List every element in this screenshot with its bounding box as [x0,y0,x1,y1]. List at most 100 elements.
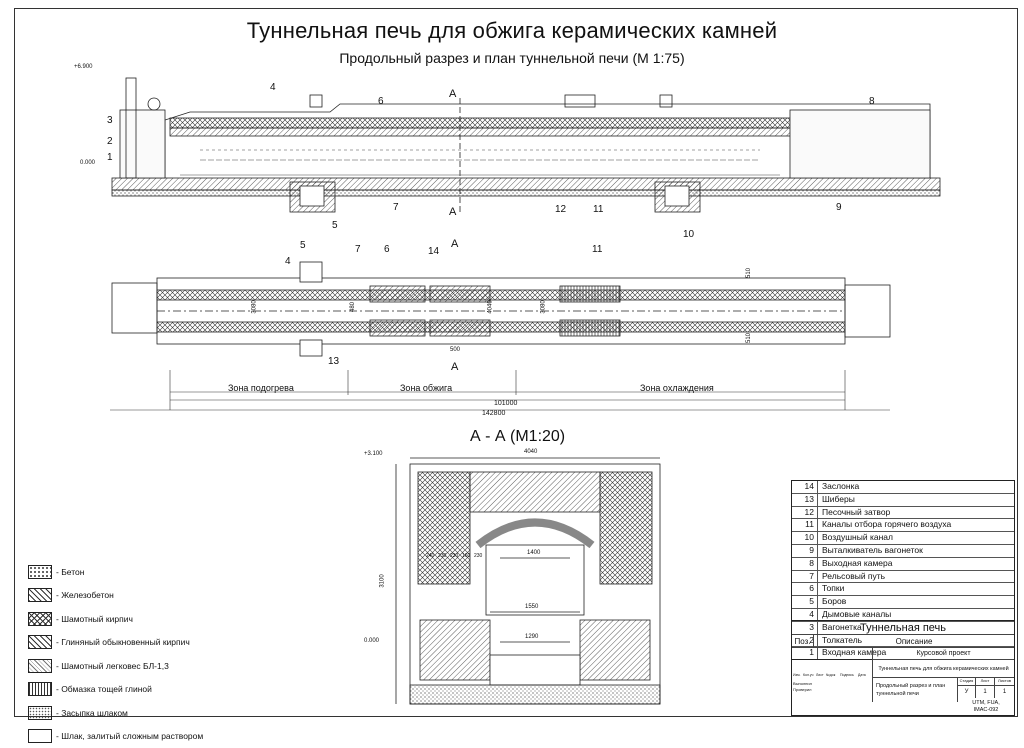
callout-3: 3 [107,115,113,126]
elevation-level-top: +6.900 [74,64,93,70]
legend-label: - Железобетон [56,590,114,600]
legend-swatch-glina [28,635,52,649]
plan-dim-480: 480 [350,302,356,312]
legend-swatch-obmazka [28,682,52,696]
plan-callout-13: 13 [328,356,339,367]
stamp-group: IMAC-092 [958,707,1014,713]
legend-item: - Шамотный кирпич [28,607,258,631]
section-dim-width: 4040 [524,449,537,455]
stamp-role-kol: Кол.уч [803,673,814,677]
stamp-col-sheets: Листов [995,678,1014,686]
section-dim-1400: 1400 [527,550,540,556]
legend-label: - Обмазка тощей глиной [56,684,152,694]
stamp-val-sheet: 1 [976,686,995,698]
elevation-cut-mark-top: А [449,88,456,100]
plan-callout-14: 14 [428,246,439,257]
section-dim-1290: 1290 [525,634,538,640]
callout-2: 2 [107,136,113,147]
section-small-dim-2: 230 [438,553,446,559]
elevation-cut-mark-bottom: А [449,206,456,218]
plan-view [112,262,890,356]
legend-swatch-plain [28,729,52,743]
stamp-val-sheets: 1 [995,686,1014,698]
callout-11: 11 [593,204,603,215]
stamp-person-done: Выполнил [793,681,812,686]
plan-callout-5: 5 [300,240,306,251]
callout-5: 5 [332,220,338,231]
callout-9: 9 [836,202,842,213]
plan-callout-6: 6 [384,244,390,255]
plan-cut-mark-bottom: А [451,361,458,373]
plan-dim-4040: 4040 [488,300,494,313]
legend-label: - Глиняный обыкновенный кирпич [56,637,190,647]
plan-dim-500: 500 [450,347,460,353]
elevation-level-zero: 0.000 [80,160,95,166]
legend-item: - Шамотный легковес БЛ-1,3 [28,654,258,678]
title-block: Туннельная печь Поз. Описание Курсовой п… [791,620,1015,716]
legend-label: - Шамотный кирпич [56,614,133,624]
legend-item: - Глиняный обыкновенный кирпич [28,631,258,655]
stamp-role-izm: Изм. [793,673,801,677]
callout-4: 4 [270,82,276,93]
stamp-role-doc: №док [826,673,835,677]
plan-dim-3080-right: 3080 [541,300,547,313]
callout-6: 6 [378,96,384,107]
stamp-org: UTM, FUA, [958,700,1014,706]
stamp-col-sheet: Лист [976,678,995,686]
legend-item: - Шлак, залитый сложным раствором [28,725,258,748]
stamp-val-stage: У [958,686,976,698]
stamp-name: Туннельная печь [792,621,1014,635]
zone-cooling: Зона охлаждения [640,383,714,393]
zone-firing: Зона обжига [400,383,452,393]
legend-label: - Засыпка шлаком [56,708,128,718]
legend-label: - Бетон [56,567,84,577]
legend-item: - Обмазка тощей глиной [28,678,258,702]
legend-swatch-legkoves [28,659,52,673]
dim-total-outer: 142800 [482,410,505,417]
elevation-wagons [180,150,780,175]
legend-swatch-zhb [28,588,52,602]
stamp-col-stage: Стадия [958,678,976,686]
stamp-sheet-title: Туннельная печь для обжига керамических … [872,660,1014,678]
plan-callout-4: 4 [285,256,291,267]
stamp-project: Курсовой проект [872,648,1014,660]
legend-item: - Засыпка шлаком [28,701,258,725]
stamp-opisanie: Описание [814,635,1014,648]
section-small-dim-5: 230 [474,553,482,559]
legend-label: - Шамотный легковес БЛ-1,3 [56,661,169,671]
plan-cut-mark-top: А [451,238,458,250]
legend-swatch-beton [28,565,52,579]
section-level-top: +3.100 [364,451,383,457]
stamp-person-check: Проверил [793,687,811,692]
section-small-dim-4: 160 [462,553,470,559]
section-aa-title: А - А (М1:20) [470,428,565,446]
stamp-role-date: Дата [858,673,866,677]
callout-10: 10 [683,229,694,240]
legend-swatch-shlak [28,706,52,720]
stamp-drawing: Продольный разрез и план туннельной печи [872,678,958,702]
callout-12: 12 [555,204,566,215]
section-small-dim-3: 230 [450,553,458,559]
zone-preheat: Зона подогрева [228,383,294,393]
materials-legend: - Бетон - Железобетон - Шамотный кирпич … [28,560,258,748]
stamp-role-sign: Подпись [840,673,854,677]
section-aa-view [396,458,660,704]
legend-swatch-shamot [28,612,52,626]
stamp-poz: Поз. [792,635,814,648]
plan-dim-510-bottom: 510 [746,333,752,343]
section-small-dim-1: 240 [426,553,434,559]
legend-item: - Железобетон [28,584,258,608]
section-dim-height: 3100 [380,574,386,587]
plan-callout-7: 7 [355,244,361,255]
callout-7: 7 [393,202,399,213]
